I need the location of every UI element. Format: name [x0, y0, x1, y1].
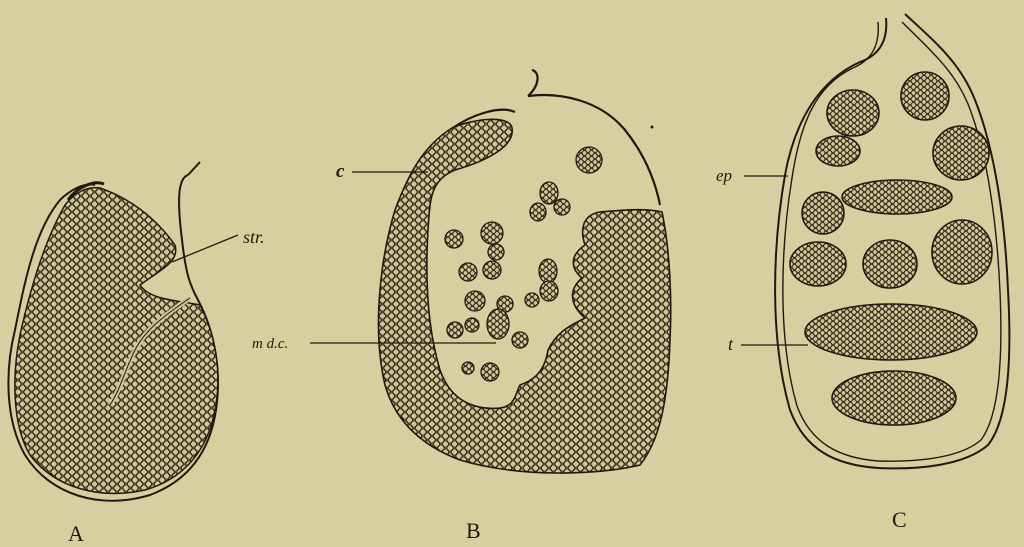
panel-c-label-ep: ep	[716, 166, 732, 185]
panel-b-label-mdc: m d.c.	[252, 336, 288, 352]
panel-b-label-c: c	[336, 161, 345, 182]
panel-c-label-t: t	[728, 334, 734, 354]
panel-b: c m d.c. B	[252, 70, 671, 543]
panel-c-lobules	[790, 72, 992, 425]
panel-c-caption: C	[892, 507, 907, 532]
panel-a-tissue	[15, 188, 218, 494]
panel-b-caption: B	[466, 518, 481, 543]
panel-c: ep t C	[716, 14, 1009, 532]
panel-a: str. A	[8, 162, 264, 546]
panel-a-label-str: str.	[243, 227, 265, 247]
panel-a-caption: A	[68, 521, 84, 546]
